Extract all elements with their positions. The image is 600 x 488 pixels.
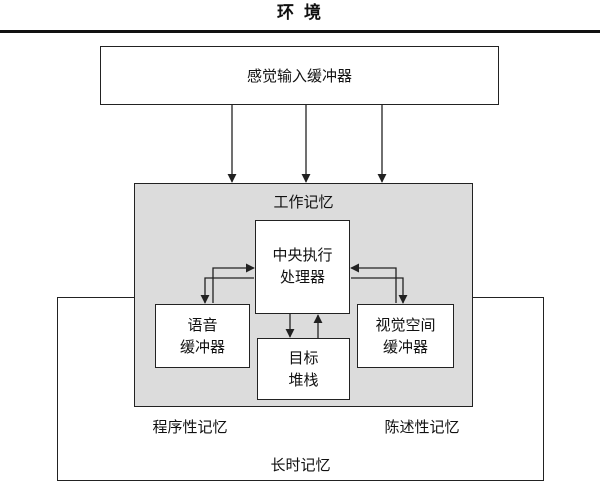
visuospatial-buffer-line1: 视觉空间: [375, 316, 436, 334]
goal-stack-label: 目标 堆栈: [257, 347, 350, 391]
header-rule: [0, 30, 600, 33]
long-term-memory-title: 长时记忆: [270, 456, 331, 474]
sensory-input-buffer-label: 感觉输入缓冲器: [246, 67, 352, 85]
working-memory-title: 工作记忆: [273, 193, 334, 211]
central-executive-line1: 中央执行: [272, 246, 333, 264]
central-executive-box: [255, 220, 350, 314]
goal-stack-box: [257, 338, 350, 400]
phonological-buffer-line1: 语音: [187, 316, 218, 334]
visuospatial-buffer-line2: 缓冲器: [382, 338, 428, 356]
procedural-memory-label: 程序性记忆: [152, 418, 228, 436]
visuospatial-buffer-label: 视觉空间 缓冲器: [357, 314, 454, 358]
phonological-buffer-label: 语音 缓冲器: [155, 314, 250, 358]
phonological-buffer-box: [155, 304, 250, 368]
visuospatial-buffer-box: [357, 304, 454, 368]
goal-stack-line1: 目标: [288, 349, 319, 367]
central-executive-label: 中央执行 处理器: [255, 244, 350, 288]
goal-stack-line2: 堆栈: [288, 371, 319, 389]
phonological-buffer-line2: 缓冲器: [179, 338, 225, 356]
environment-title: 环 境: [277, 3, 323, 23]
central-executive-line2: 处理器: [279, 268, 325, 286]
declarative-memory-label: 陈述性记忆: [384, 418, 460, 436]
sensory-input-buffer: [100, 46, 499, 105]
